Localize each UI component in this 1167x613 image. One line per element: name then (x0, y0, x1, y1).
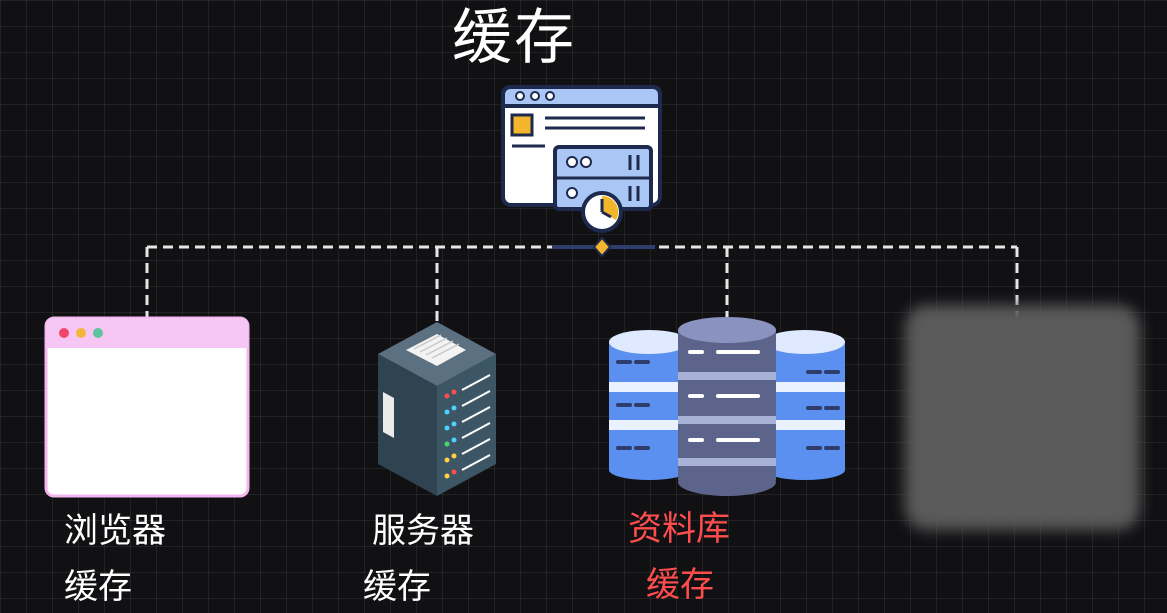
connector-lines (145, 245, 1019, 330)
node-label-server: 服务器 (372, 511, 474, 551)
node-suffix-server: 缓存 (363, 567, 431, 607)
server-rack-icon (378, 322, 496, 496)
node-label-database: 资料库 (628, 509, 730, 549)
node-label-browser: 浏览器 (64, 511, 166, 551)
blurred-placeholder (905, 305, 1140, 530)
node-suffix-browser: 缓存 (64, 567, 132, 607)
browser-window-icon (44, 316, 250, 498)
database-stack-icon (609, 317, 845, 496)
diagram-title: 缓存 (452, 3, 576, 73)
cache-window-icon (501, 85, 662, 233)
node-suffix-database: 缓存 (646, 565, 714, 605)
connector-hub-diamond (592, 236, 612, 258)
